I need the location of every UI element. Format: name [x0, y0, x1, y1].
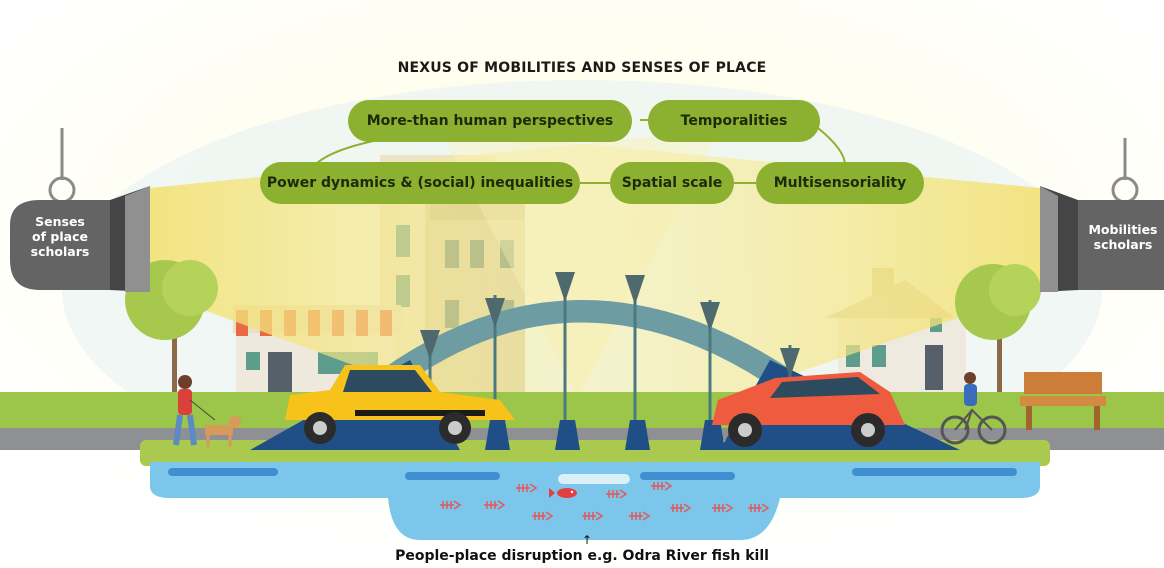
park-bench	[1020, 372, 1106, 430]
light-beam-right	[440, 130, 1040, 440]
theme-spatial-scale: Spatial scale	[610, 162, 734, 204]
caption: People-place disruption e.g. Odra River …	[395, 548, 769, 564]
up-arrow-icon: ↑	[581, 533, 593, 547]
pedestrian-with-dog	[173, 375, 241, 447]
spotlight-lamp-right	[1040, 138, 1164, 292]
tree-left	[125, 260, 218, 395]
red-car	[712, 372, 905, 447]
river	[150, 462, 1040, 540]
fish-skeletons	[440, 481, 770, 521]
theme-multisensoriality: Multisensoriality	[756, 162, 924, 204]
theme-power-dynamics: Power dynamics & (social) inequalities	[260, 162, 580, 204]
taxi-car	[285, 365, 515, 444]
tree-right	[955, 264, 1041, 395]
spotlight-lamp-left	[10, 128, 150, 292]
senses-of-place-label: Senses of place scholars	[30, 214, 90, 259]
mobilities-label: Mobilities scholars	[1088, 222, 1158, 252]
grass-strip	[0, 392, 1164, 430]
theme-temporalities: Temporalities	[648, 100, 820, 142]
theme-more-than-human: More-than human perspectives	[348, 100, 632, 142]
page-title: NEXUS OF MOBILITIES AND SENSES OF PLACE	[397, 60, 767, 76]
cyclist	[940, 372, 1007, 445]
red-fish-icon	[549, 488, 577, 498]
